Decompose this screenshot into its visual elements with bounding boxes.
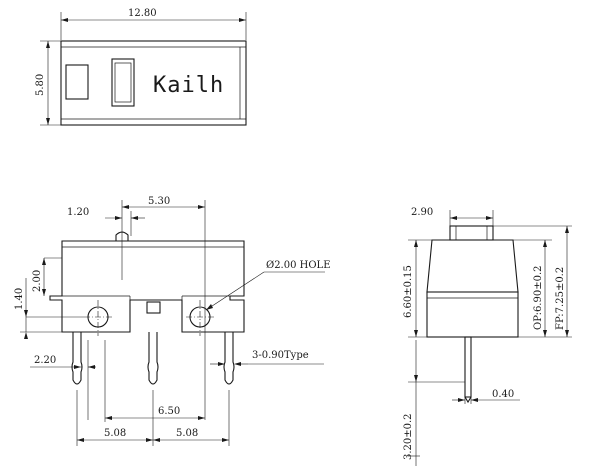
top-button bbox=[111, 58, 135, 107]
dim-2-90: 2.90 bbox=[411, 207, 433, 218]
dim-1-20: 1.20 bbox=[67, 207, 89, 218]
dim-op: OP:6.90±0.2 bbox=[533, 266, 544, 331]
front-slot bbox=[146, 301, 161, 314]
pin-type-label: 3-0.90Type bbox=[252, 350, 309, 361]
dim-6-50: 6.50 bbox=[158, 406, 180, 417]
dim-fp: FP:7.25±0.2 bbox=[555, 267, 566, 330]
side-body-lower bbox=[426, 291, 519, 338]
dim-5-08-left: 5.08 bbox=[104, 428, 126, 439]
side-body-upper bbox=[426, 239, 519, 293]
hole-label: Ø2.00 HOLE bbox=[266, 260, 331, 271]
dim-2-20: 2.20 bbox=[34, 355, 56, 366]
top-width-label: 12.80 bbox=[128, 8, 157, 19]
left-pin bbox=[71, 332, 83, 385]
front-view: 5.30 1.20 2.00 1.40 bbox=[14, 196, 331, 446]
dim-1-40: 1.40 bbox=[14, 288, 25, 310]
side-pin bbox=[464, 336, 472, 398]
dim-6-60: 6.60±0.15 bbox=[403, 265, 414, 318]
dim-0-40: 0.40 bbox=[492, 389, 514, 400]
dim-2-00: 2.00 bbox=[32, 270, 43, 292]
side-view: 2.90 6.60±0.15 OP:6.90±0.2 FP:7.25±0.2 bbox=[403, 207, 572, 466]
top-height-label: 5.80 bbox=[35, 74, 46, 96]
right-pin bbox=[223, 332, 235, 385]
dim-5-08-right: 5.08 bbox=[176, 428, 198, 439]
front-plunger bbox=[115, 231, 129, 241]
front-body bbox=[49, 240, 245, 333]
center-pin bbox=[147, 332, 159, 385]
top-body bbox=[60, 40, 247, 126]
top-pocket bbox=[65, 64, 89, 100]
dim-3-20: 3.20±0.2 bbox=[403, 413, 414, 460]
brand-logo-text: Kailh bbox=[153, 73, 224, 98]
dim-5-30: 5.30 bbox=[148, 196, 170, 207]
top-view: 12.80 5.80 Kailh bbox=[35, 8, 247, 126]
side-plunger bbox=[449, 225, 494, 241]
